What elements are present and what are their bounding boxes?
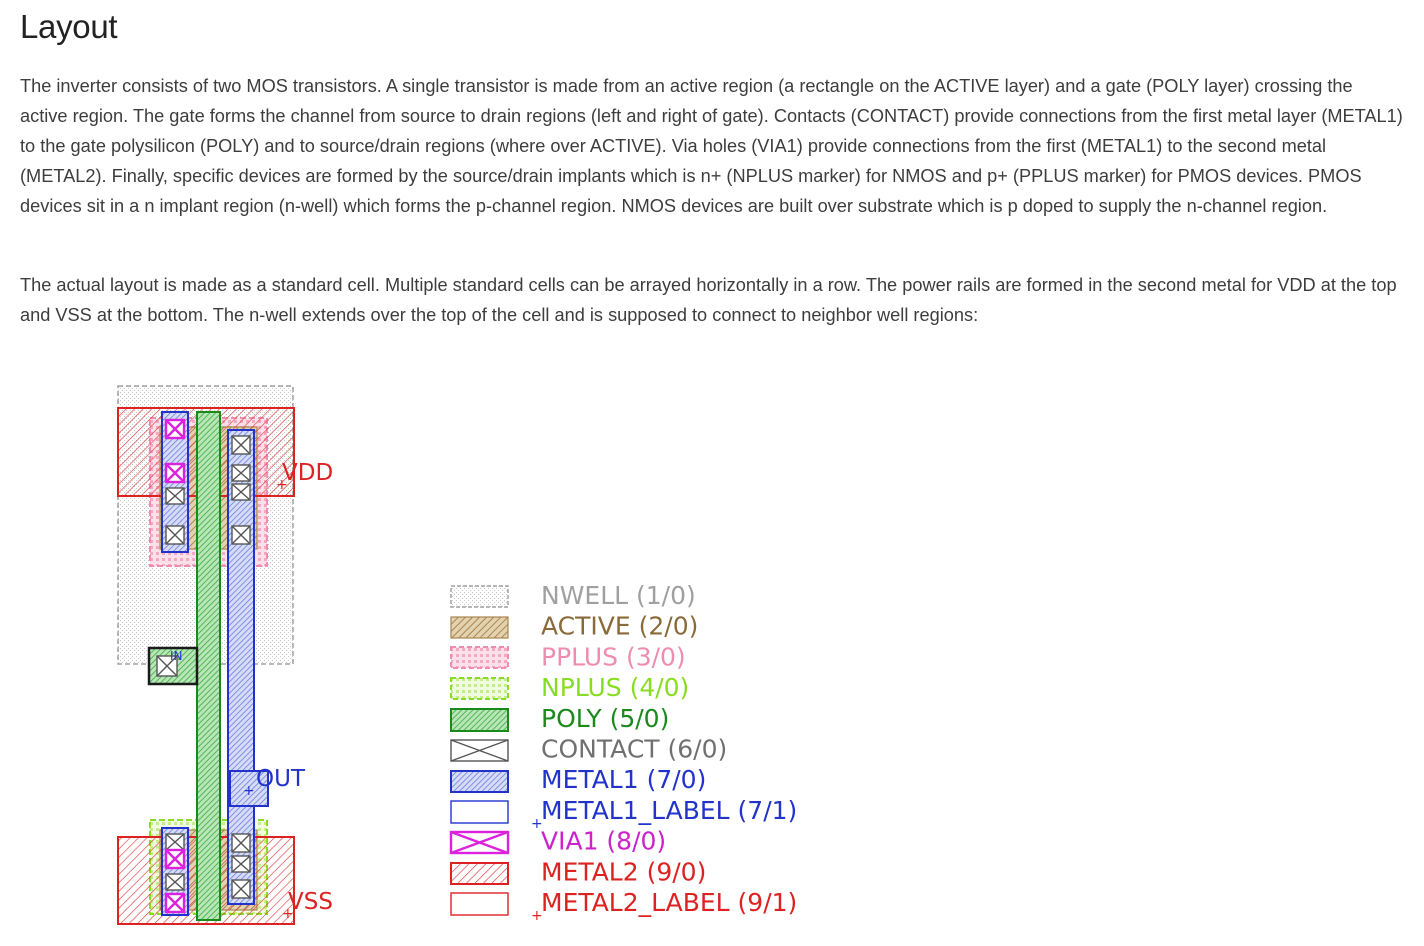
intro-paragraph: The inverter consists of two MOS transis…: [20, 76, 1403, 216]
legend-label: POLY (5/0): [541, 704, 669, 733]
vdd-label: VDD: [282, 460, 333, 486]
legend-label: METAL2_LABEL (9/1): [541, 888, 797, 917]
layer-legend: + + NWELL (1/0)ACTIVE (2/0)PPLUS (3/0)NP…: [449, 581, 797, 924]
legend-swatch-active: [450, 616, 509, 639]
vdd-label-marker: +: [276, 477, 288, 493]
legend-swatch-nplus: [450, 677, 509, 700]
legend-swatch-via1: [449, 830, 510, 855]
contacts: [156, 435, 251, 899]
standard-cell-layout: VDD + OUT + VSS + IN: [117, 385, 333, 925]
legend-label: NWELL (1/0): [541, 581, 696, 610]
out-label: OUT: [256, 766, 306, 792]
svg-text:+: +: [531, 908, 543, 924]
output-metal1: [227, 429, 255, 905]
legend-swatch-metal2: [450, 862, 509, 885]
svg-text:+: +: [531, 816, 543, 832]
legend-label: VIA1 (8/0): [541, 827, 666, 856]
output-label-metal1: [229, 770, 269, 807]
legend-label: NPLUS (4/0): [541, 673, 689, 702]
legend-swatch-metal1-label: +: [450, 800, 543, 832]
legend-swatch-metal2-label: +: [450, 892, 543, 924]
in-label: IN: [170, 649, 183, 663]
legend-swatch-pplus: [450, 646, 509, 669]
poly-gate: [196, 411, 221, 921]
vss-label-marker: +: [282, 906, 294, 922]
legend-label: CONTACT (6/0): [541, 735, 727, 764]
legend-swatch-contact: [450, 739, 509, 762]
vias: [164, 418, 186, 914]
legend-swatch-metal1: [450, 770, 509, 793]
legend-label: METAL1_LABEL (7/1): [541, 796, 797, 825]
legend-label: ACTIVE (2/0): [541, 612, 698, 641]
legend-swatch-nwell: [450, 585, 509, 608]
legend-label: METAL1 (7/0): [541, 765, 706, 794]
legend-label: PPLUS (3/0): [541, 642, 686, 671]
standard-cell-paragraph: The actual layout is made as a standard …: [20, 275, 1397, 325]
inverter-layout-figure: VDD + OUT + VSS + IN + +: [117, 385, 797, 925]
out-label-marker: +: [243, 783, 255, 799]
page-title: Layout: [20, 8, 118, 45]
vss-label: VSS: [288, 889, 333, 915]
legend-label: METAL2 (9/0): [541, 857, 706, 886]
legend-swatch-poly: [450, 708, 509, 732]
